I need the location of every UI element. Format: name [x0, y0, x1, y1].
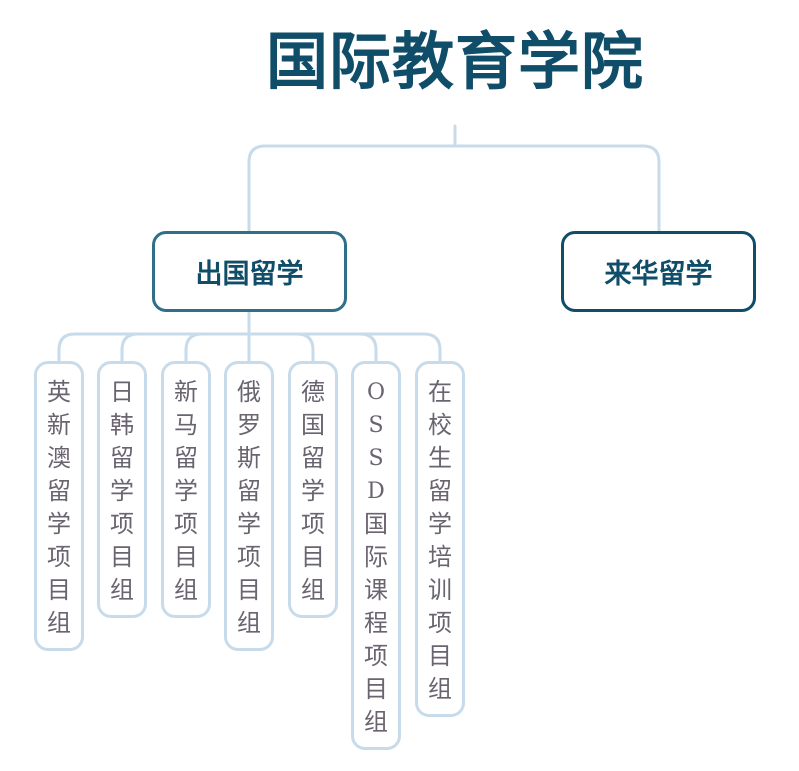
- program-group-glyph: 学: [47, 510, 71, 538]
- program-group-glyph: 学: [110, 477, 134, 505]
- program-group-glyph: 新: [47, 411, 71, 439]
- program-group-glyph: 校: [428, 411, 452, 439]
- page-title: 国际教育学院: [265, 25, 644, 98]
- program-group-glyph: 组: [237, 609, 261, 637]
- program-group-glyph: 日: [110, 378, 134, 406]
- connector-top-bar: [247, 144, 661, 233]
- program-group-glyph: 韩: [110, 411, 134, 439]
- program-group-glyph: 留: [174, 444, 198, 472]
- program-group-glyph: 马: [174, 411, 198, 439]
- program-group-glyph: 俄: [237, 378, 261, 406]
- program-group-glyph: 目: [47, 576, 71, 604]
- program-group-glyph: 新: [174, 378, 198, 406]
- program-group-2[interactable]: 日韩留学项目组: [97, 361, 147, 618]
- program-group-glyph: 组: [174, 576, 198, 604]
- program-group-3[interactable]: 新马留学项目组: [161, 361, 211, 618]
- program-group-glyph: 学: [237, 510, 261, 538]
- program-group-glyph: 留: [110, 444, 134, 472]
- program-group-glyph: 项: [428, 609, 452, 637]
- program-group-glyph: O: [366, 380, 386, 405]
- program-group-glyph: 目: [237, 576, 261, 604]
- program-group-glyph: 国: [364, 510, 388, 538]
- program-group-glyph: 留: [237, 477, 261, 505]
- connector-drop-3: [184, 332, 204, 363]
- program-group-glyph: 项: [364, 642, 388, 670]
- program-group-glyph: 项: [301, 510, 325, 538]
- program-group-glyph: 学: [301, 477, 325, 505]
- program-group-glyph: 留: [47, 477, 71, 505]
- program-group-glyph: 项: [110, 510, 134, 538]
- program-group-glyph: 澳: [47, 444, 71, 472]
- program-group-glyph: 组: [47, 609, 71, 637]
- connector-drop-5: [295, 332, 315, 363]
- program-group-glyph: 组: [428, 675, 452, 703]
- program-group-1[interactable]: 英新澳留学项目组: [34, 361, 84, 651]
- program-group-glyph: 程: [364, 609, 388, 637]
- program-group-glyph: S: [368, 413, 384, 438]
- program-group-glyph: D: [367, 479, 385, 504]
- program-group-glyph: 留: [428, 477, 452, 505]
- branch-inbound-study[interactable]: 来华留学: [561, 231, 756, 312]
- program-group-7[interactable]: 在校生留学培训项目组: [415, 361, 465, 717]
- program-group-glyph: 学: [174, 477, 198, 505]
- branch-outbound-study[interactable]: 出国留学: [152, 231, 347, 312]
- program-group-glyph: 学: [428, 510, 452, 538]
- program-group-glyph: S: [368, 446, 384, 471]
- program-group-glyph: 目: [428, 642, 452, 670]
- program-group-glyph: 斯: [237, 444, 261, 472]
- program-group-glyph: 项: [47, 543, 71, 571]
- program-group-glyph: 在: [428, 378, 452, 406]
- connector-drop-2: [120, 332, 140, 363]
- program-group-glyph: 组: [364, 708, 388, 736]
- program-group-glyph: 德: [301, 378, 325, 406]
- program-group-glyph: 目: [364, 675, 388, 703]
- program-group-glyph: 罗: [237, 411, 261, 439]
- program-group-5[interactable]: 德国留学项目组: [288, 361, 338, 618]
- program-group-glyph: 目: [110, 543, 134, 571]
- program-group-glyph: 际: [364, 543, 388, 571]
- program-group-glyph: 课: [364, 576, 388, 604]
- program-group-glyph: 生: [428, 444, 452, 472]
- program-group-glyph: 训: [428, 576, 452, 604]
- program-group-glyph: 培: [428, 543, 452, 571]
- connector-drop-6: [358, 332, 378, 363]
- program-group-glyph: 目: [174, 543, 198, 571]
- program-group-glyph: 留: [301, 444, 325, 472]
- program-group-glyph: 目: [301, 543, 325, 571]
- program-group-glyph: 项: [174, 510, 198, 538]
- program-group-glyph: 组: [301, 576, 325, 604]
- program-group-4[interactable]: 俄罗斯留学项目组: [224, 361, 274, 651]
- program-group-glyph: 组: [110, 576, 134, 604]
- program-group-glyph: 英: [47, 378, 71, 406]
- program-group-glyph: 项: [237, 543, 261, 571]
- program-group-glyph: 国: [301, 411, 325, 439]
